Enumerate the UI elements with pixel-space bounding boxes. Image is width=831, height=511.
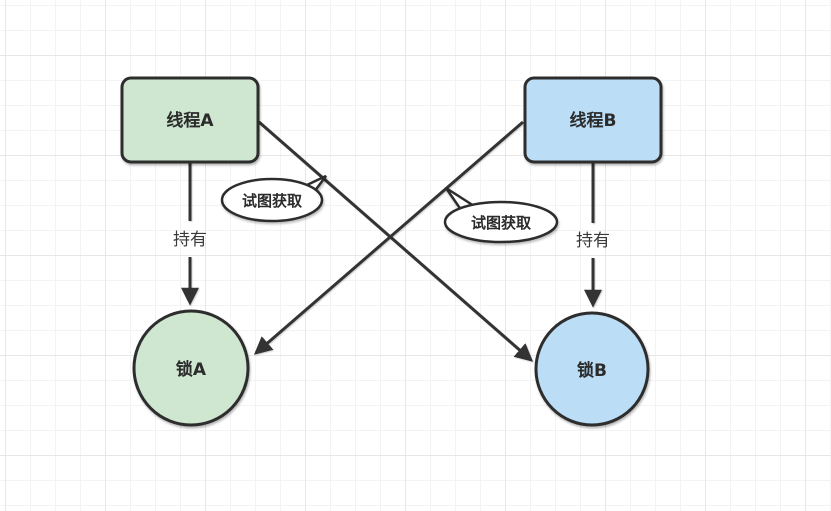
node-lock-a[interactable]: 锁A [132, 309, 250, 427]
edge-line-arrow-segment [258, 120, 534, 362]
edge-thread-b-holds-lock-b[interactable]: 持有 [576, 163, 610, 308]
thread-a-label: 线程A [166, 110, 214, 131]
lock-a-label: 锁A [176, 359, 207, 380]
edge-label-holds-b: 持有 [576, 231, 610, 251]
node-thread-a[interactable]: 线程A [120, 76, 260, 164]
edge-thread-a-tries-lock-b[interactable] [258, 120, 534, 362]
bubble-label-b-tries[interactable]: 试图获取 [443, 186, 559, 244]
bubble-text-b-tries: 试图获取 [471, 214, 532, 232]
edge-thread-b-tries-lock-a[interactable] [253, 120, 524, 355]
lock-b-label: 锁B [577, 360, 607, 381]
bubble-ellipse [443, 200, 559, 244]
thread-b-label: 线程B [570, 110, 617, 131]
edge-thread-a-holds-lock-a[interactable]: 持有 [173, 163, 207, 306]
edge-line-arrow-segment [253, 120, 524, 355]
node-lock-b[interactable]: 锁B [534, 311, 650, 427]
lock-a-circle [132, 309, 250, 427]
bubble-label-a-tries[interactable]: 试图获取 [220, 174, 327, 223]
bubble-text-a-tries: 试图获取 [242, 192, 303, 210]
bubble-ellipse [220, 177, 324, 223]
lock-b-circle [534, 311, 650, 427]
thread-a-rect [120, 76, 260, 164]
node-thread-b[interactable]: 线程B [523, 76, 663, 164]
edge-label-holds-a: 持有 [173, 230, 207, 250]
thread-b-rect [523, 76, 663, 164]
